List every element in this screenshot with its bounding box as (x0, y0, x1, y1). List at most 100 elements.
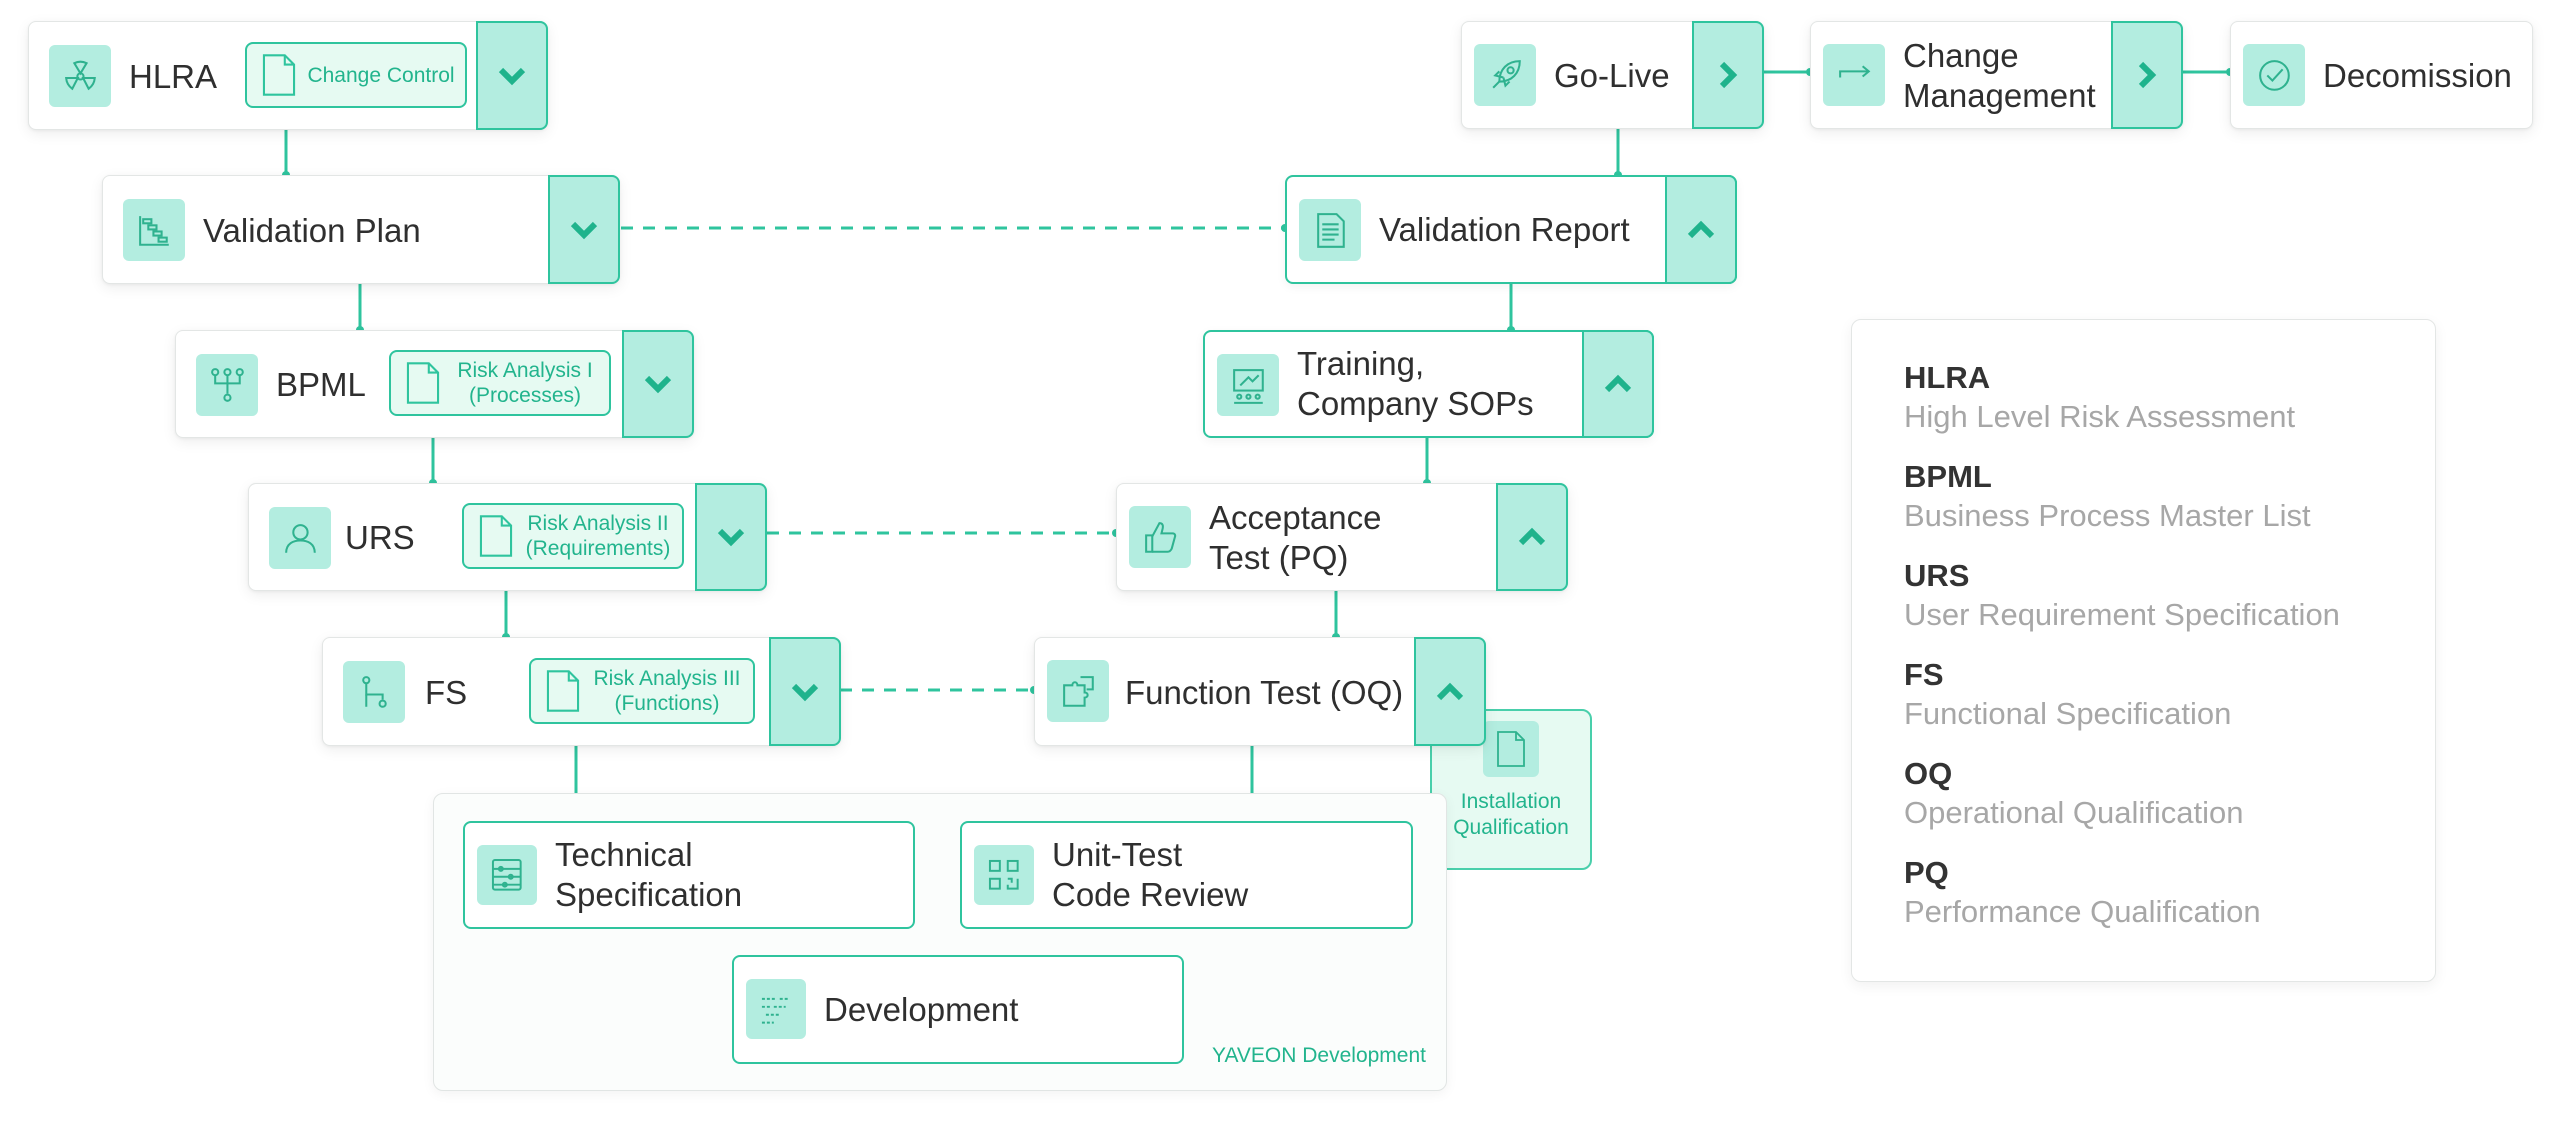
function-test-node[interactable]: Function Test (OQ) (1034, 637, 1486, 746)
urs-label: URS (345, 519, 415, 556)
user-icon (269, 507, 331, 569)
legend-full: User Requirement Specification (1904, 597, 2340, 632)
risk-analysis-2-doc-button[interactable]: Risk Analysis II (Requirements) (462, 503, 684, 569)
yaveon-development-label: YAVEON Development (1212, 1044, 1426, 1067)
risk-analysis-2-doc-label: Risk Analysis II (Requirements) (525, 512, 671, 560)
change-control-doc-label: Change Control (307, 63, 455, 87)
legend-full: Business Process Master List (1904, 498, 2311, 533)
urs-node[interactable]: URS Risk Analysis II (Requirements) (248, 483, 767, 591)
urs-expand-toggle[interactable] (695, 483, 767, 591)
chevron-up-icon (1518, 527, 1546, 546)
risk-analysis-1-doc-label: Risk Analysis I (Processes) (457, 359, 593, 407)
validation-plan-label: Validation Plan (203, 211, 421, 249)
risk-analysis-1-doc-button[interactable]: Risk Analysis I (Processes) (389, 350, 611, 416)
chevron-right-icon (1719, 61, 1738, 89)
legend-item-fs: FS Functional Specification (1904, 656, 2435, 755)
chevron-up-icon (1436, 682, 1464, 700)
risk-analysis-3-doc-label: Risk Analysis III (Functions) (593, 667, 741, 715)
yaveon-development-group: Technical Specification Unit-Test Code R… (433, 793, 1447, 1091)
development-label: Development (824, 990, 1019, 1028)
chevron-down-icon (644, 375, 672, 394)
abacus-icon (477, 845, 537, 905)
decomission-node[interactable]: Decomission (2230, 21, 2533, 129)
chevron-down-icon (498, 67, 526, 85)
fs-label: FS (425, 673, 468, 711)
check-circle-icon (2243, 44, 2305, 106)
validation-report-label: Validation Report (1379, 210, 1630, 248)
document-icon (1483, 721, 1539, 777)
presentation-icon (1217, 354, 1279, 416)
function-test-collapse-toggle[interactable] (1414, 637, 1486, 746)
hlra-label: HLRA (129, 57, 218, 95)
legend-abbr: OQ (1904, 756, 1953, 791)
development-node[interactable]: Development (732, 955, 1184, 1064)
document-icon (546, 670, 580, 712)
chevron-up-icon (1604, 374, 1632, 393)
change-management-label: Change Management (1903, 37, 2096, 114)
legend-abbr: PQ (1904, 855, 1949, 890)
risk-analysis-3-doc-button[interactable]: Risk Analysis III (Functions) (529, 658, 755, 724)
legend-item-oq: OQ Operational Qualification (1904, 755, 2435, 854)
abbreviation-legend: HLRA High Level Risk Assessment BPML Bus… (1851, 319, 2436, 982)
radiation-icon (49, 45, 111, 107)
go-live-next-toggle[interactable] (1692, 21, 1764, 129)
chevron-right-icon (2138, 61, 2157, 89)
legend-item-pq: PQ Performance Qualification (1904, 854, 2435, 953)
document-icon (262, 54, 296, 96)
document-icon (479, 515, 513, 557)
chevron-up-icon (1687, 220, 1715, 238)
document-icon (406, 362, 440, 404)
unit-test-label: Unit-Test Code Review (1052, 836, 1249, 913)
rocket-icon (1474, 44, 1536, 106)
bpml-node[interactable]: BPML Risk Analysis I (Processes) (175, 330, 694, 438)
installation-qualification-label: Installation Qualification (1453, 790, 1569, 839)
bpml-expand-toggle[interactable] (622, 330, 694, 438)
legend-abbr: FS (1904, 657, 1944, 692)
process-tree-icon (196, 354, 258, 416)
validation-report-node[interactable]: Validation Report (1285, 175, 1737, 284)
report-document-icon (1299, 199, 1361, 261)
legend-item-urs: URS User Requirement Specification (1904, 557, 2435, 656)
gantt-icon (123, 199, 185, 261)
training-collapse-toggle[interactable] (1582, 330, 1654, 438)
acceptance-test-label: Acceptance Test (PQ) (1209, 499, 1382, 576)
qr-code-icon (974, 845, 1034, 905)
legend-full: High Level Risk Assessment (1904, 399, 2296, 434)
legend-abbr: BPML (1904, 459, 1992, 494)
arrow-change-icon (1823, 44, 1885, 106)
validation-report-collapse-toggle[interactable] (1665, 175, 1737, 284)
thumbs-up-icon (1129, 506, 1191, 568)
go-live-node[interactable]: Go-Live (1461, 21, 1764, 129)
flow-icon (343, 661, 405, 723)
hlra-expand-toggle[interactable] (476, 21, 548, 130)
puzzle-icon (1047, 660, 1109, 722)
bpml-label: BPML (276, 366, 366, 403)
legend-full: Performance Qualification (1904, 894, 2261, 929)
legend-abbr: HLRA (1904, 360, 1991, 395)
validation-plan-expand-toggle[interactable] (548, 175, 620, 284)
chevron-down-icon (791, 683, 819, 701)
technical-specification-label: Technical Specification (555, 836, 743, 913)
function-test-label: Function Test (OQ) (1125, 673, 1404, 711)
legend-full: Functional Specification (1904, 696, 2232, 731)
legend-full: Operational Qualification (1904, 795, 2244, 830)
technical-specification-node[interactable]: Technical Specification (463, 821, 915, 929)
chevron-down-icon (570, 221, 598, 239)
fs-node[interactable]: FS Risk Analysis III (Functions) (322, 637, 841, 746)
decomission-label: Decomission (2323, 57, 2512, 94)
hlra-node[interactable]: HLRA Change Control (28, 21, 548, 130)
change-management-node[interactable]: Change Management (1810, 21, 2183, 129)
training-node[interactable]: Training, Company SOPs (1203, 330, 1654, 438)
unit-test-node[interactable]: Unit-Test Code Review (960, 821, 1413, 929)
go-live-label: Go-Live (1554, 57, 1670, 94)
training-label: Training, Company SOPs (1297, 345, 1534, 422)
legend-item-bpml: BPML Business Process Master List (1904, 458, 2435, 557)
chevron-down-icon (717, 528, 745, 547)
acceptance-test-node[interactable]: Acceptance Test (PQ) (1116, 483, 1568, 591)
change-management-next-toggle[interactable] (2111, 21, 2183, 129)
fs-expand-toggle[interactable] (769, 637, 841, 746)
validation-plan-node[interactable]: Validation Plan (102, 175, 620, 284)
acceptance-test-collapse-toggle[interactable] (1496, 483, 1568, 591)
change-control-doc-button[interactable]: Change Control (245, 42, 467, 108)
legend-abbr: URS (1904, 558, 1970, 593)
